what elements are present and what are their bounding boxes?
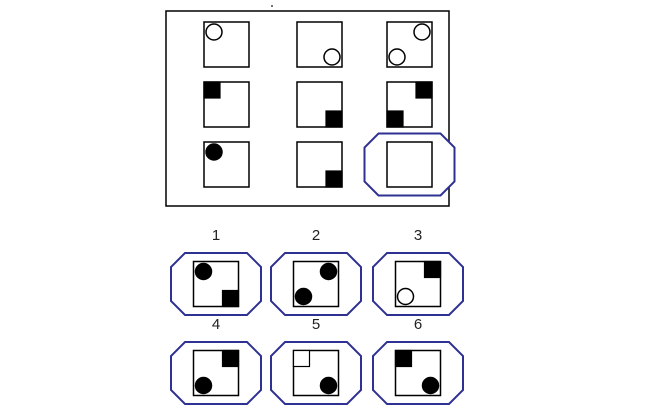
filled-square bbox=[325, 110, 343, 128]
filled-square bbox=[221, 349, 240, 368]
matrix-cell bbox=[203, 21, 250, 68]
matrix-cell bbox=[296, 21, 343, 68]
option-cell bbox=[394, 349, 442, 397]
option-cell bbox=[192, 260, 240, 308]
option-4[interactable]: 4 bbox=[170, 316, 262, 405]
matrix-cell bbox=[386, 81, 433, 128]
filled-square bbox=[415, 81, 433, 99]
option-5[interactable]: 5 bbox=[270, 316, 362, 405]
option-number: 4 bbox=[212, 316, 220, 333]
missing-cell bbox=[386, 141, 433, 188]
option-cell bbox=[292, 349, 340, 397]
option-cell bbox=[292, 260, 340, 308]
outline-circle bbox=[323, 48, 341, 66]
option-cell bbox=[394, 260, 442, 308]
option-number: 5 bbox=[312, 316, 320, 333]
matrix-cell bbox=[203, 141, 250, 188]
filled-circle bbox=[294, 287, 313, 306]
option-number: 1 bbox=[212, 227, 220, 244]
outline-circle bbox=[388, 48, 406, 66]
option-number: 6 bbox=[414, 316, 422, 333]
filled-square bbox=[221, 289, 240, 308]
matrix-cell bbox=[296, 141, 343, 188]
filled-circle bbox=[205, 143, 223, 161]
matrix-cell bbox=[296, 81, 343, 128]
outline-square bbox=[292, 349, 311, 368]
filled-square bbox=[325, 170, 343, 188]
filled-square bbox=[386, 110, 404, 128]
puzzle-matrix bbox=[203, 21, 456, 197]
filled-circle bbox=[194, 376, 213, 395]
option-2[interactable]: 2 bbox=[270, 227, 362, 316]
option-1[interactable]: 1 bbox=[170, 227, 262, 316]
outline-circle bbox=[413, 23, 431, 41]
matrix-cell bbox=[203, 81, 250, 128]
matrix-cell bbox=[386, 21, 433, 68]
filled-square bbox=[203, 81, 221, 99]
outline-circle bbox=[396, 287, 415, 306]
option-cell bbox=[192, 349, 240, 397]
option-6[interactable]: 6 bbox=[372, 316, 464, 405]
outline-circle bbox=[205, 23, 223, 41]
filled-circle bbox=[319, 262, 338, 281]
answer-options: 1 2 3 4 5 6 bbox=[170, 227, 464, 405]
stray-dot bbox=[271, 5, 273, 7]
filled-square bbox=[394, 349, 413, 368]
filled-circle bbox=[421, 376, 440, 395]
option-number: 2 bbox=[312, 227, 320, 244]
filled-square bbox=[423, 260, 442, 279]
option-number: 3 bbox=[414, 227, 422, 244]
filled-circle bbox=[319, 376, 338, 395]
cell-square bbox=[386, 141, 433, 188]
option-3[interactable]: 3 bbox=[372, 227, 464, 316]
puzzle-matrix-frame bbox=[165, 10, 450, 207]
filled-circle bbox=[194, 262, 213, 281]
